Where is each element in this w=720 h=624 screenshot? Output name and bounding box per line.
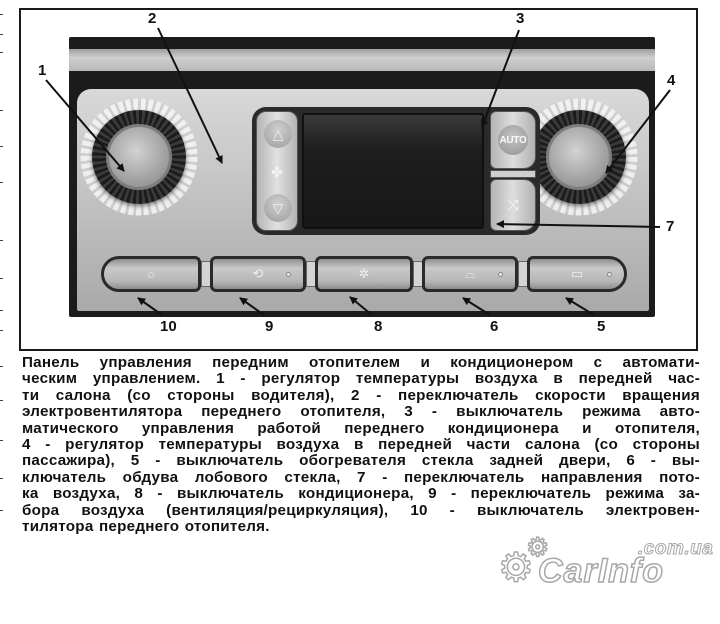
- panel-top-trim: [69, 49, 655, 71]
- fan-speed-up-button[interactable]: △: [264, 120, 292, 148]
- caption-line: ти салона (со стороны водителя), 2 - пер…: [22, 386, 700, 404]
- recirculation-icon: ⟲: [252, 266, 264, 281]
- callout-7: 7: [666, 218, 675, 235]
- caption-line: ка воздуха, 8 - выключатель кондиционера…: [22, 485, 700, 503]
- status-led: [498, 272, 503, 277]
- airflow-direction-button[interactable]: ⤨: [490, 179, 536, 231]
- callout-6: 6: [490, 318, 499, 335]
- bottom-button-row: ○ ⟲ ✲ ⌓ ▭: [101, 256, 629, 294]
- gear-icon: ⚙: [525, 532, 550, 562]
- windshield-defrost-icon: ⌓: [464, 266, 476, 281]
- lcd-display: [302, 113, 484, 229]
- ac-button[interactable]: ✲: [315, 256, 413, 292]
- ac-snowflake-icon: ✲: [358, 266, 370, 281]
- caption-line: 4 - регулятор температуры воздуха в пере…: [22, 436, 700, 454]
- button-separator: [490, 170, 536, 178]
- figure-caption: Панель управления передним отопителем и …: [22, 354, 700, 536]
- caption-line: матического управления работой переднего…: [22, 419, 700, 437]
- climate-control-panel-photo: △ ✤ ▽ AUTO ⤨ ○: [69, 37, 655, 317]
- caption-line: Панель управления передним отопителем и …: [22, 354, 700, 371]
- caption-line: ключатель обдува лобового стекла, 7 - пе…: [22, 468, 700, 486]
- watermark-logo: ⚙ ⚙ .com.ua CarInfo: [497, 533, 718, 598]
- callout-10: 10: [160, 318, 177, 335]
- rear-defrost-button[interactable]: ▭: [527, 256, 627, 292]
- caption-line: бора воздуха (вентиляция/рециркуляция), …: [22, 501, 700, 519]
- caption-line: тилятора переднего отопителя.: [22, 518, 270, 536]
- fan-speed-down-button[interactable]: ▽: [264, 194, 292, 222]
- driver-temp-knob-cap: [106, 124, 172, 190]
- airflow-direction-icon: ⤨: [506, 196, 519, 214]
- rear-window-defrost-icon: ▭: [570, 266, 584, 281]
- passenger-temp-knob[interactable]: [532, 110, 626, 204]
- fan-speed-rocker[interactable]: △ ✤ ▽: [256, 111, 298, 231]
- callout-5: 5: [597, 318, 606, 335]
- gear-icon: ⚙: [497, 546, 534, 590]
- driver-temp-knob[interactable]: [92, 110, 186, 204]
- callout-9: 9: [265, 318, 274, 335]
- caption-line: электровентилятора переднего отопителя, …: [22, 403, 700, 421]
- triangle-down-icon: ▽: [272, 199, 284, 216]
- auto-button-label: AUTO: [498, 125, 528, 155]
- watermark-domain: .com.ua: [637, 538, 714, 560]
- status-led: [607, 272, 612, 277]
- callout-1: 1: [38, 62, 47, 79]
- center-control-cluster: △ ✤ ▽ AUTO ⤨: [252, 107, 540, 235]
- callout-3: 3: [516, 10, 525, 27]
- windshield-defrost-button[interactable]: ⌓: [422, 256, 518, 292]
- fan-off-button[interactable]: ○: [101, 256, 201, 292]
- watermark-brand: CarInfo: [537, 551, 664, 591]
- caption-line: пассажира), 5 - выключатель обогревателя…: [22, 452, 700, 470]
- passenger-temp-knob-cap: [546, 124, 612, 190]
- figure-frame: △ ✤ ▽ AUTO ⤨ ○: [19, 8, 698, 351]
- fan-icon: ✤: [271, 164, 283, 180]
- triangle-up-icon: △: [272, 125, 284, 142]
- recirculation-button[interactable]: ⟲: [210, 256, 306, 292]
- margin-ticks: [0, 10, 4, 540]
- callout-2: 2: [148, 10, 157, 27]
- status-led: [286, 272, 291, 277]
- panel-face: △ ✤ ▽ AUTO ⤨ ○: [77, 89, 649, 311]
- callout-4: 4: [667, 72, 676, 89]
- callout-8: 8: [374, 318, 383, 335]
- caption-line: ческим управлением. 1 - регулятор темпер…: [22, 370, 700, 388]
- fan-off-icon: ○: [147, 266, 155, 282]
- auto-button[interactable]: AUTO: [490, 111, 536, 169]
